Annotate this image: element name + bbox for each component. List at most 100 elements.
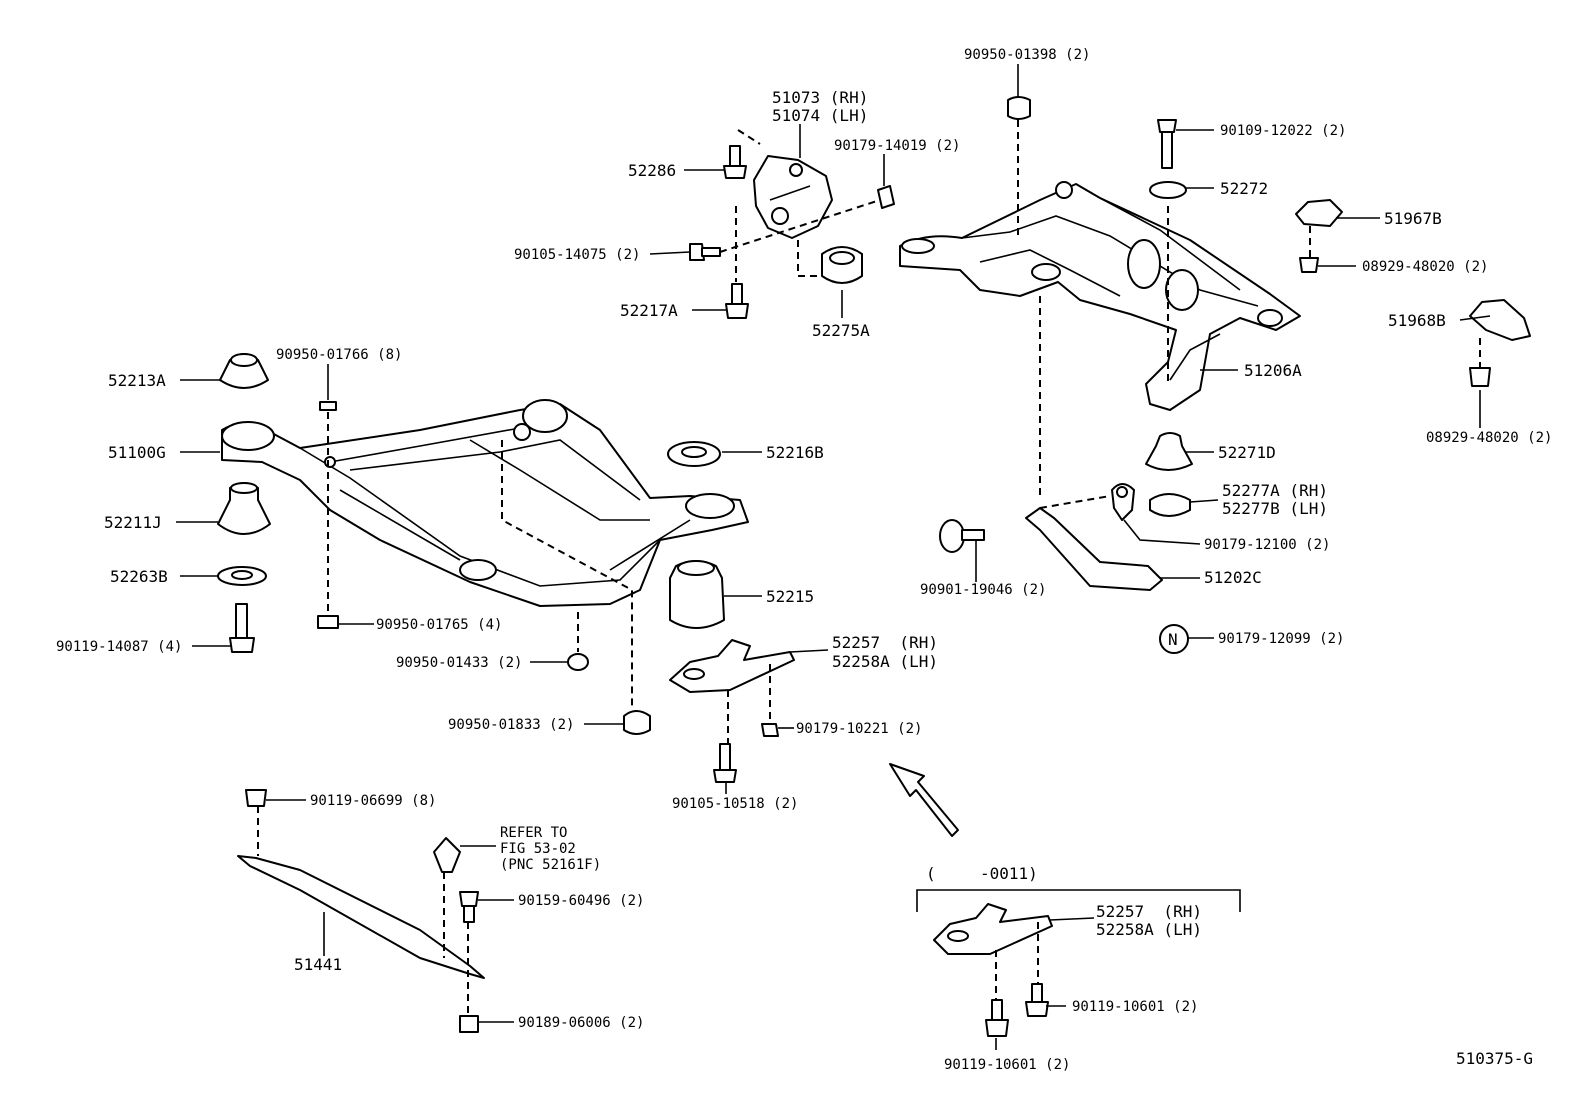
date-range: -0011) [980,864,1038,883]
callout-90105-10518: 90105-10518 (2) [672,796,798,812]
n-symbol-label: N [1168,630,1178,649]
callout-52213A: 52213A [108,371,166,390]
callout-90179-12099: 90179-12099 (2) [1218,631,1344,647]
callout-51206A: 51206A [1244,361,1302,380]
callout-52216B: 52216B [766,443,824,462]
callout-52272: 52272 [1220,179,1268,198]
callout-51100G: 51100G [108,443,166,462]
nut-90189-06006 [459,1015,479,1033]
callout-52257-rh-inset: 52257 (RH) [1096,902,1202,921]
callout-52277B: 52277B (LH) [1222,499,1328,518]
callout-90159-60496: 90159-60496 (2) [518,893,644,909]
callout-90901-19046: 90901-19046 (2) [920,582,1046,598]
bolt-90159-60496 [459,891,479,923]
callout-90950-01766: 90950-01766 (8) [276,347,402,363]
bolt-90105-10518 [713,743,737,783]
bolt-90179-12100 [1111,483,1135,521]
callout-90950-01765: 90950-01765 (4) [376,617,502,633]
bolt-90179-10221 [761,723,779,737]
assembly-lines [257,120,1481,1014]
callout-labels: 90950-01398 (2) 51073 (RH) 51074 (LH) 52… [56,47,1552,1073]
clip-52161F [433,837,461,873]
refer-line-3: (PNC 52161F) [500,857,601,873]
callout-90119-14087: 90119-14087 (4) [56,639,182,655]
washer-52263B [217,566,267,586]
callout-52263B: 52263B [110,567,168,586]
bushing-52215 [669,560,725,629]
mount-52271D [1145,432,1193,471]
bushing-52275A [821,246,863,284]
callout-90179-10221: 90179-10221 (2) [796,721,922,737]
callout-52211J: 52211J [104,513,162,532]
bolt-90105-14075 [689,243,721,261]
front-crossmember [221,399,749,607]
refer-line-1: REFER TO [500,825,567,841]
bracket-52257-inset [933,903,1053,955]
bolt-90901-19046 [939,519,985,553]
callout-08929-48020-a: 08929-48020 (2) [1362,259,1488,275]
bracket-52257 [669,639,795,693]
brace-51441 [237,855,485,979]
bolt-90109-12022 [1157,119,1177,169]
callout-52258A-lh: 52258A (LH) [832,652,938,671]
nut-90950-01398 [1007,96,1031,120]
refer-line-2: FIG 53-02 [500,841,576,857]
nut-90950-01766 [319,401,337,411]
callout-52271D: 52271D [1218,443,1276,462]
bolt-52217A [725,283,749,319]
mount-52211J [217,482,271,535]
leader-lines [176,64,1491,1050]
callout-90119-10601-b: 90119-10601 (2) [944,1057,1070,1073]
bolt-90119-10601-b [985,999,1009,1037]
rear-crossmember [899,181,1301,411]
callout-90179-12100: 90179-12100 (2) [1204,537,1330,553]
rod-51202C [1025,507,1163,591]
callout-90189-06006: 90189-06006 (2) [518,1015,644,1031]
figure-code: 510375-G [1456,1049,1533,1068]
callout-90119-10601-a: 90119-10601 (2) [1072,999,1198,1015]
callout-52215: 52215 [766,587,814,606]
bolt-08929-48020-a [1299,257,1319,273]
callout-51967B: 51967B [1384,209,1442,228]
callout-52257-rh: 52257 (RH) [832,633,938,652]
callout-51968B: 51968B [1388,311,1446,330]
callout-51441: 51441 [294,955,342,974]
callout-52258A-lh-inset: 52258A (LH) [1096,920,1202,939]
nut-90950-01833 [623,710,651,735]
callout-08929-48020-b: 08929-48020 (2) [1426,430,1552,446]
callout-90179-14019: 90179-14019 (2) [834,138,960,154]
bracket-51967B [1295,199,1343,227]
callout-52217A: 52217A [620,301,678,320]
callout-52286: 52286 [628,161,676,180]
callout-52277A: 52277A (RH) [1222,481,1328,500]
mount-52216B [667,441,721,467]
mount-52272 [1149,181,1187,199]
callout-90119-06699: 90119-06699 (8) [310,793,436,809]
callout-52275A: 52275A [812,321,870,340]
nut-90950-01765 [317,615,339,629]
callout-51074: 51074 (LH) [772,106,868,125]
bolt-90119-06699 [245,789,267,807]
nut-90179-14019 [877,185,895,209]
bolt-52286 [723,145,747,179]
callout-51073: 51073 (RH) [772,88,868,107]
bracket-51968B [1469,299,1531,341]
n-symbol [1159,624,1189,654]
callout-90109-12022: 90109-12022 (2) [1220,123,1346,139]
direction-arrow [889,763,959,837]
callout-90950-01398: 90950-01398 (2) [964,47,1090,63]
engine-bracket-51073 [753,155,833,239]
callout-90105-14075: 90105-14075 (2) [514,247,640,263]
nut-90950-01433 [567,653,589,671]
bolt-90119-10601-a [1025,983,1049,1017]
mount-52213A [219,353,269,389]
date-range-open: ( [926,864,936,883]
callout-51202C: 51202C [1204,568,1262,587]
bolt-90119-14087 [229,603,255,653]
callout-90950-01833: 90950-01833 (2) [448,717,574,733]
inset-box [916,889,1241,912]
mount-52277A [1149,493,1191,517]
callout-90950-01433: 90950-01433 (2) [396,655,522,671]
bolt-08929-48020-b [1469,367,1491,387]
